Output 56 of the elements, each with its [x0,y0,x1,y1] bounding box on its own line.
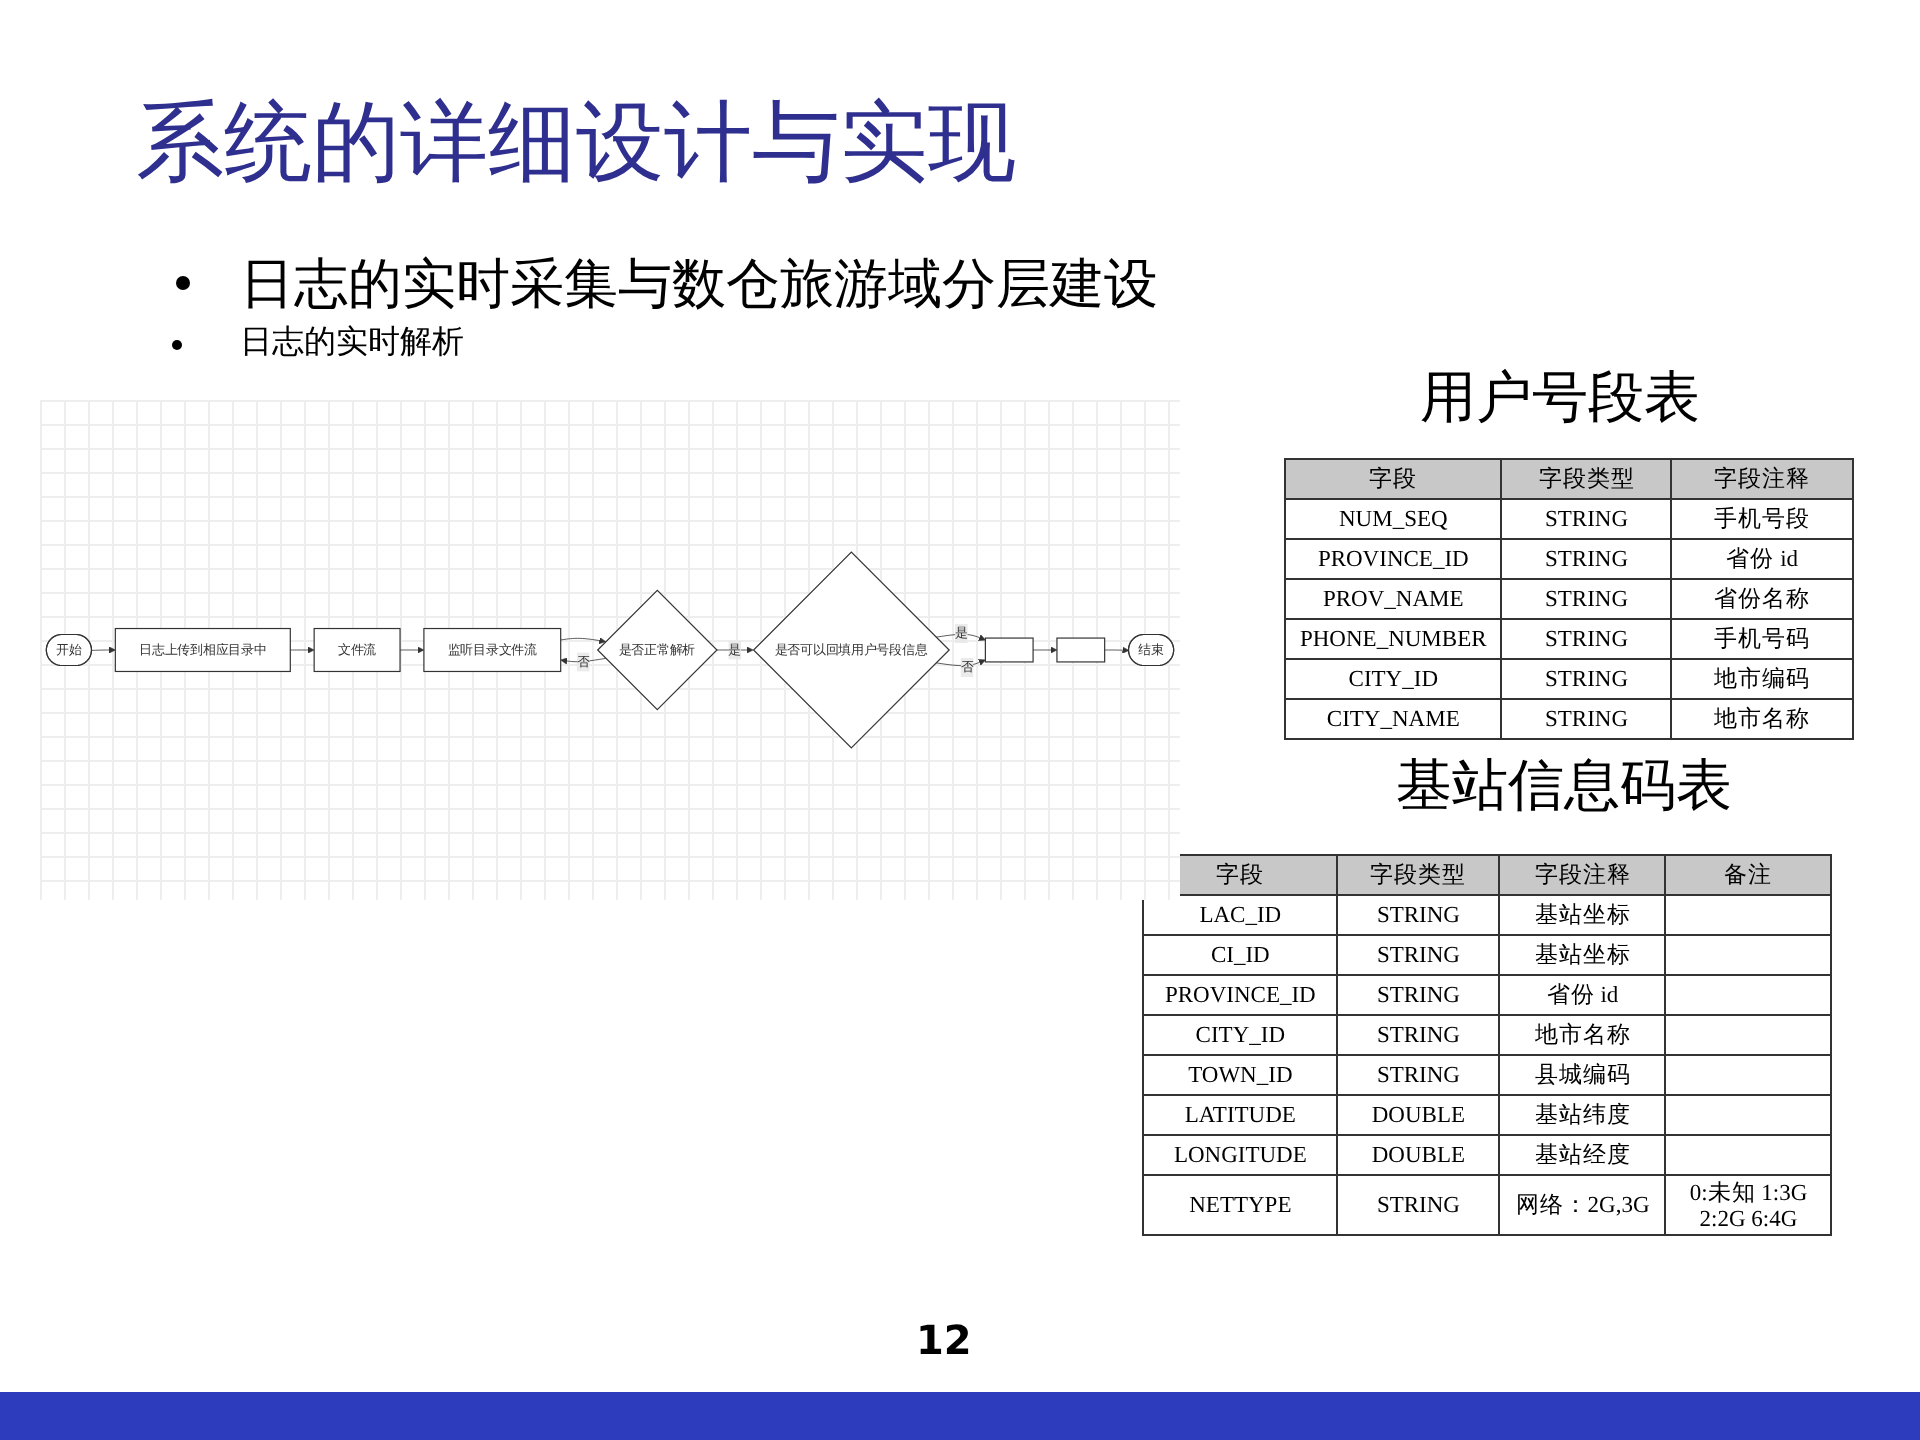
table-value: STRING [1501,579,1672,619]
table-value: 基站坐标 [1499,935,1666,975]
table-value: 基站坐标 [1499,895,1666,935]
table-value: 地市名称 [1671,699,1853,739]
page-number: 12 [916,1316,972,1364]
table-value: STRING [1501,499,1672,539]
table-value: DOUBLE [1337,1095,1500,1135]
bullet-text: 日志的实时解析 [240,322,464,364]
node-box [1056,637,1106,663]
table-value: DOUBLE [1337,1135,1500,1175]
table-title: 基站信息码表 [1396,750,1732,822]
table-value: STRING [1501,619,1672,659]
table-value: 0:未知 1:3G 2:2G 6:4G [1665,1175,1831,1235]
table-value: TOWN_ID [1143,1055,1338,1095]
table-value: PROV_NAME [1285,579,1502,619]
table-value: CITY_NAME [1285,699,1502,739]
table-value: LATITUDE [1143,1095,1338,1135]
table-value: PROVINCE_ID [1285,539,1502,579]
column-header: 字段注释 [1499,855,1666,895]
table-value: STRING [1337,1055,1500,1095]
table-value: STRING [1337,1015,1500,1055]
table-value: 手机号码 [1671,619,1853,659]
table-value: CITY_ID [1143,1015,1338,1055]
table-value: 基站纬度 [1499,1095,1666,1135]
table-value: 网络：2G,3G [1499,1175,1666,1235]
column-header: 字段类型 [1501,459,1672,499]
table-value: NUM_SEQ [1285,499,1502,539]
table-value: 省份名称 [1671,579,1853,619]
slide-title: 系统的详细设计与实现 [136,90,1016,198]
node-box [984,637,1034,663]
table-value: CI_ID [1143,935,1338,975]
table-value: STRING [1501,659,1672,699]
column-header: 字段类型 [1337,855,1500,895]
table-value: STRING [1337,975,1500,1015]
table-value: 基站经度 [1499,1135,1666,1175]
table-value: PROVINCE_ID [1143,975,1338,1015]
table-title: 用户号段表 [1420,362,1700,434]
table-value: 县城编码 [1499,1055,1666,1095]
table-value: 省份 id [1499,975,1666,1015]
table-value: STRING [1337,1175,1500,1235]
table-value: 地市名称 [1499,1015,1666,1055]
column-header: 字段 [1285,459,1502,499]
table-value: STRING [1337,895,1500,935]
table-value: LONGITUDE [1143,1135,1338,1175]
column-header: 字段注释 [1671,459,1853,499]
table-value: STRING [1501,699,1672,739]
bullet-text: 日志的实时采集与数仓旅游域分层建设 [240,252,1158,320]
table-value: 手机号段 [1671,499,1853,539]
table-value: 省份 id [1671,539,1853,579]
column-header: 备注 [1665,855,1831,895]
table-value: STRING [1337,935,1500,975]
table-value: STRING [1501,539,1672,579]
table-value: NETTYPE [1143,1175,1338,1235]
table-value: CITY_ID [1285,659,1502,699]
table-value: PHONE_NUMBER [1285,619,1502,659]
table-value: 地市编码 [1671,659,1853,699]
